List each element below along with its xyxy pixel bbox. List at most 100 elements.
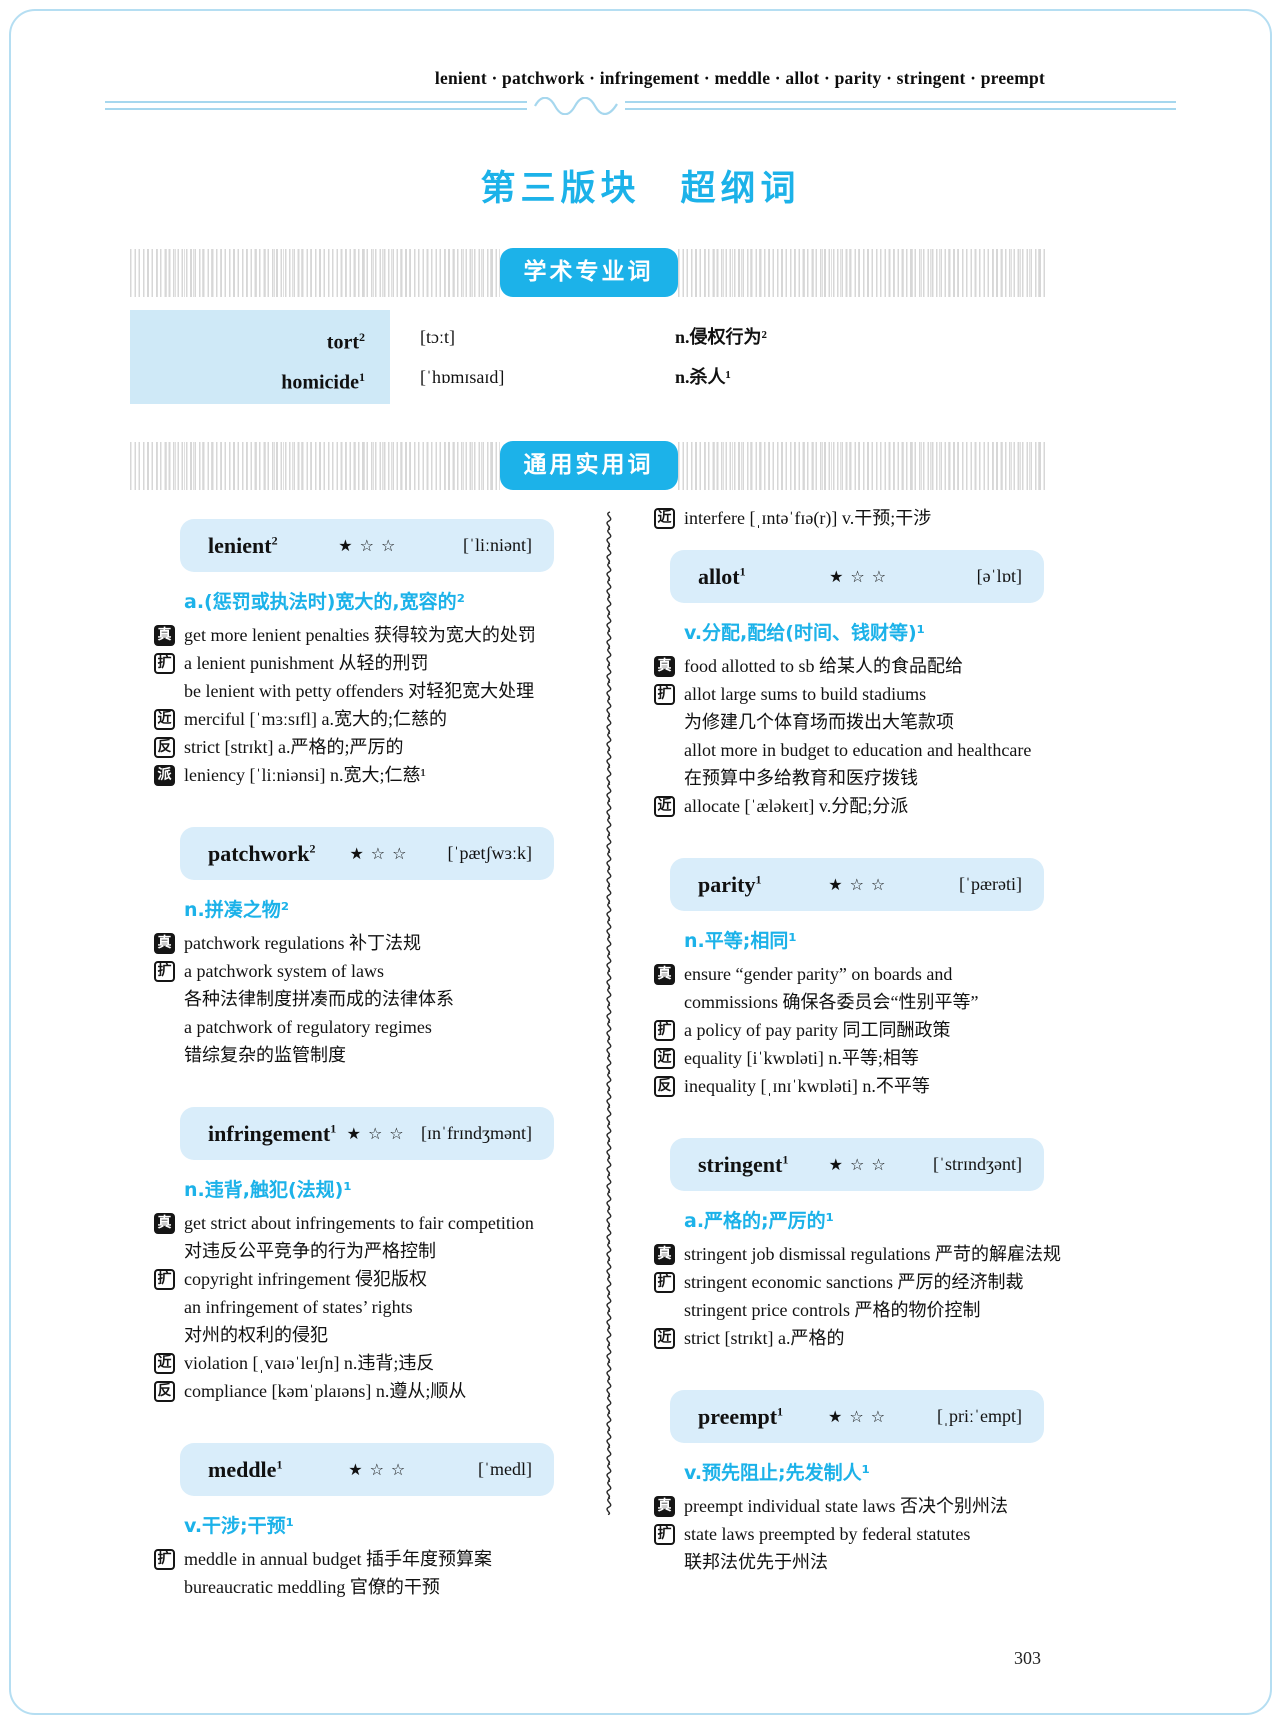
- tag-icon-expansion: 扩: [654, 1523, 675, 1545]
- tag-icon-exam-example: 真: [154, 1212, 175, 1234]
- example-continuation-line: 对违反公平竞争的行为严格控制: [184, 1241, 436, 1261]
- headword: lenient2: [208, 532, 278, 558]
- headword-box: parity1★☆☆[ˈpærəti]: [670, 858, 1044, 911]
- example-continuation-line: an infringement of states’ rights: [184, 1297, 413, 1317]
- pos-definition-line: v.干涉;干预¹: [184, 1515, 294, 1537]
- entry-body: v.预先阻止;先发制人¹ 真 preempt individual state la…: [654, 1458, 1241, 1576]
- example-continuation-line: be lenient with petty offenders 对轻犯宽大处理: [184, 681, 535, 701]
- example-continuation-line: 对州的权利的侵犯: [184, 1325, 328, 1345]
- headword-frequency-superscript: 1: [359, 370, 365, 384]
- example-line: 扩 state laws preempted by federal statute…: [654, 1520, 1241, 1548]
- star-rating: ★☆☆: [828, 1407, 893, 1426]
- example-text: equality [iˈkwɒləti] n.平等;相等: [684, 1048, 919, 1068]
- wave-ornament-icon: [527, 96, 626, 116]
- tag-icon-synonym: 近: [654, 1327, 675, 1349]
- header-divider: [105, 96, 1176, 116]
- example-text: food allotted to sb 给某人的食品配给: [684, 656, 963, 676]
- header-word-list: lenient · patchwork · infringement · med…: [434, 68, 1045, 88]
- tag-icon-expansion: 扩: [154, 960, 175, 982]
- headword-frequency-superscript: 2: [359, 330, 365, 344]
- example-text: allocate [ˈæləkeɪt] v.分配;分派: [684, 796, 909, 816]
- pos-definition-line: a.严格的;严厉的¹: [684, 1210, 834, 1232]
- tag-icon-expansion: 扩: [154, 1268, 175, 1290]
- star-rating: ★☆☆: [349, 844, 414, 863]
- word-entry-columns: lenient2 ★☆☆ [ˈliːniənt] a.(惩罚或执法时)宽大的,宽容的²…: [130, 504, 1241, 1639]
- headword: infringement1: [208, 1120, 337, 1146]
- example-text: patchwork regulations 补丁法规: [184, 933, 421, 953]
- pronunciation: [ˈstrɪndʒənt]: [933, 1154, 1022, 1174]
- headword-text: homicide: [281, 371, 359, 394]
- example-text: preempt individual state laws 否决个别州法: [684, 1496, 1008, 1516]
- headword-box: infringement1 ★☆☆ [ɪnˈfrɪndʒmənt]: [180, 1107, 554, 1160]
- example-text: stringent economic sanctions 严厉的经济制裁: [684, 1272, 1024, 1292]
- pronunciation: [tɔːt]: [420, 327, 455, 347]
- academic-headword: tort2: [130, 317, 390, 357]
- barcode-stripes-icon: [130, 248, 500, 297]
- pronunciation: [ɪnˈfrɪndʒmənt]: [421, 1123, 532, 1143]
- tag-icon-exam-example: 真: [654, 1495, 675, 1517]
- tag-icon-derivative: 派: [154, 764, 175, 786]
- headword-text: tort: [326, 331, 359, 354]
- tag-icon-synonym: 近: [654, 1047, 675, 1069]
- example-text: strict [strɪkt] a.严格的: [684, 1328, 845, 1348]
- example-text: a lenient punishment 从轻的刑罚: [184, 653, 429, 673]
- academic-headword: homicide1: [130, 357, 390, 397]
- example-continuation-line: 在预算中多给教育和医疗拨钱: [684, 768, 918, 788]
- example-text: allot large sums to build stadiums: [684, 684, 927, 704]
- star-rating: ★☆☆: [348, 1460, 413, 1479]
- tag-icon-exam-example: 真: [154, 624, 175, 646]
- pronunciation: [ˈpætʃwɜːk]: [447, 843, 532, 863]
- tag-icon-antonym: 反: [154, 736, 175, 758]
- example-continuation-line: commissions 确保各委员会“性别平等”: [684, 992, 979, 1012]
- pos-definition-line: a.(惩罚或执法时)宽大的,宽容的²: [184, 591, 465, 613]
- headword-frequency-superscript: 1: [777, 1404, 784, 1419]
- headword-box: meddle1★☆☆[ˈmedl]: [180, 1443, 554, 1496]
- star-rating: ★☆☆: [829, 567, 894, 586]
- example-text: compliance [kəmˈplaɪəns] n.遵从;顺从: [184, 1381, 467, 1401]
- example-text: a policy of pay parity 同工同酬政策: [684, 1020, 951, 1040]
- headword-frequency-superscript: 1: [782, 1152, 789, 1167]
- section-badge-general: 通用实用词: [499, 441, 678, 490]
- headword-box: allot1★☆☆[əˈlɒt]: [670, 550, 1044, 603]
- example-text: stringent job dismissal regulations 严苛的解…: [684, 1244, 1061, 1264]
- headword-box: patchwork2 ★☆☆ [ˈpætʃwɜːk]: [180, 827, 554, 880]
- pronunciation: [ˈliːniənt]: [463, 535, 532, 555]
- headword: parity1: [698, 871, 762, 897]
- example-continuation-line: 联邦法优先于州法: [684, 1552, 828, 1572]
- column-divider: [590, 504, 628, 1639]
- page-title: 第三版块 超纲词: [480, 169, 801, 209]
- pos-definition-line: n.平等;相同¹: [684, 930, 797, 952]
- entry-infringement: infringement1★☆☆[ɪnˈfrɪndʒmənt]n.违背,触犯(法…: [154, 1107, 590, 1405]
- example-text: state laws preempted by federal statutes: [684, 1524, 971, 1544]
- barcode-stripes-icon: [677, 248, 1047, 297]
- star-rating: ★☆☆: [346, 1124, 411, 1143]
- headword-frequency-superscript: 1: [755, 872, 762, 887]
- tag-icon-synonym: 近: [654, 795, 675, 817]
- tag-icon-exam-example: 真: [654, 1243, 675, 1265]
- tag-icon-synonym: 近: [154, 1352, 175, 1374]
- example-text: inequality [ˌɪnɪˈkwɒləti] n.不平等: [684, 1076, 930, 1096]
- pos-definition-line: v.预先阻止;先发制人¹: [684, 1462, 870, 1484]
- headword: patchwork2: [208, 840, 316, 866]
- tag-icon-expansion: 扩: [654, 683, 675, 705]
- pronunciation: [əˈlɒt]: [976, 566, 1022, 586]
- example-text: violation [ˌvaɪəˈleɪʃn] n.违背;违反: [184, 1353, 435, 1373]
- barcode-stripes-icon: [130, 441, 500, 490]
- tag-icon-expansion: 扩: [154, 1548, 175, 1570]
- definition: n.侵权行为²: [675, 327, 767, 347]
- tag-icon-synonym: 近: [154, 708, 175, 730]
- headword-frequency-superscript: 1: [276, 1457, 283, 1472]
- squiggle-divider-icon: [606, 511, 612, 1516]
- example-line: 近 strict [strɪkt] a.严格的: [654, 1324, 1241, 1352]
- page-number: 303: [1014, 1648, 1041, 1668]
